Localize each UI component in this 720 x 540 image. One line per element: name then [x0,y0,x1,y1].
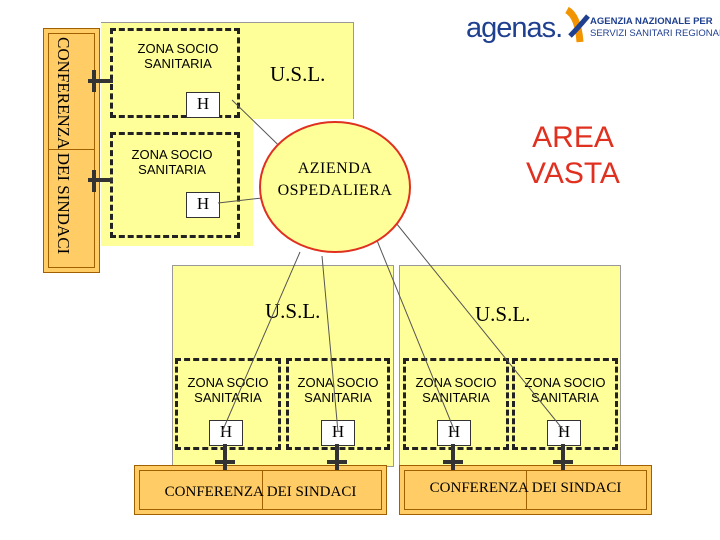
usl-top-label: U.S.L. [270,62,326,86]
zona-right-1-hospital: H [437,420,471,446]
zona-top-2-label: ZONA SOCIO SANITARIA [131,147,213,177]
conferenza-vertical: CONFERENZA DEI SINDACI [43,28,100,273]
usl-left-label: U.S.L. [265,299,321,323]
zona-left-2-label: ZONA SOCIO SANITARIA [297,375,379,405]
agenas-logo: agenas. AGENZIA NAZIONALE PER SERVIZI SA… [466,6,720,48]
conferenza-left: CONFERENZA DEI SINDACI [134,465,387,515]
zona-top-2-hospital: H [186,192,220,218]
logo-tagline-2: SERVIZI SANITARI REGIONALI [590,28,720,39]
usl-top [101,22,354,119]
logo-swoosh-icon [565,6,590,43]
conferenza-vertical-label: CONFERENZA DEI SINDACI [54,37,73,255]
zona-top-1-label: ZONA SOCIO SANITARIA [137,41,219,71]
zona-top-2 [110,132,240,238]
conferenza-right-label: CONFERENZA DEI SINDACI [429,480,622,496]
azienda-ospedaliera-label: AZIENDA OSPEDALIERA [277,160,393,199]
logo-wordmark: agenas. [466,12,563,44]
zona-left-2-hospital: H [321,420,355,446]
conferenza-right: CONFERENZA DEI SINDACI [399,465,652,515]
usl-right-label: U.S.L. [475,302,531,326]
usl-top-lower [101,118,253,246]
zona-left-1-hospital: H [209,420,243,446]
area-vasta-label: AREA VASTA [526,121,620,190]
conferenza-left-label: CONFERENZA DEI SINDACI [164,484,357,500]
zona-top-1 [110,28,240,118]
zona-right-1-label: ZONA SOCIO SANITARIA [415,375,497,405]
zona-right-2-label: ZONA SOCIO SANITARIA [524,375,606,405]
zona-top-1-hospital: H [186,92,220,118]
logo-tagline-1: AGENZIA NAZIONALE PER [590,16,713,27]
zona-right-2-hospital: H [547,420,581,446]
zona-left-1-label: ZONA SOCIO SANITARIA [187,375,269,405]
